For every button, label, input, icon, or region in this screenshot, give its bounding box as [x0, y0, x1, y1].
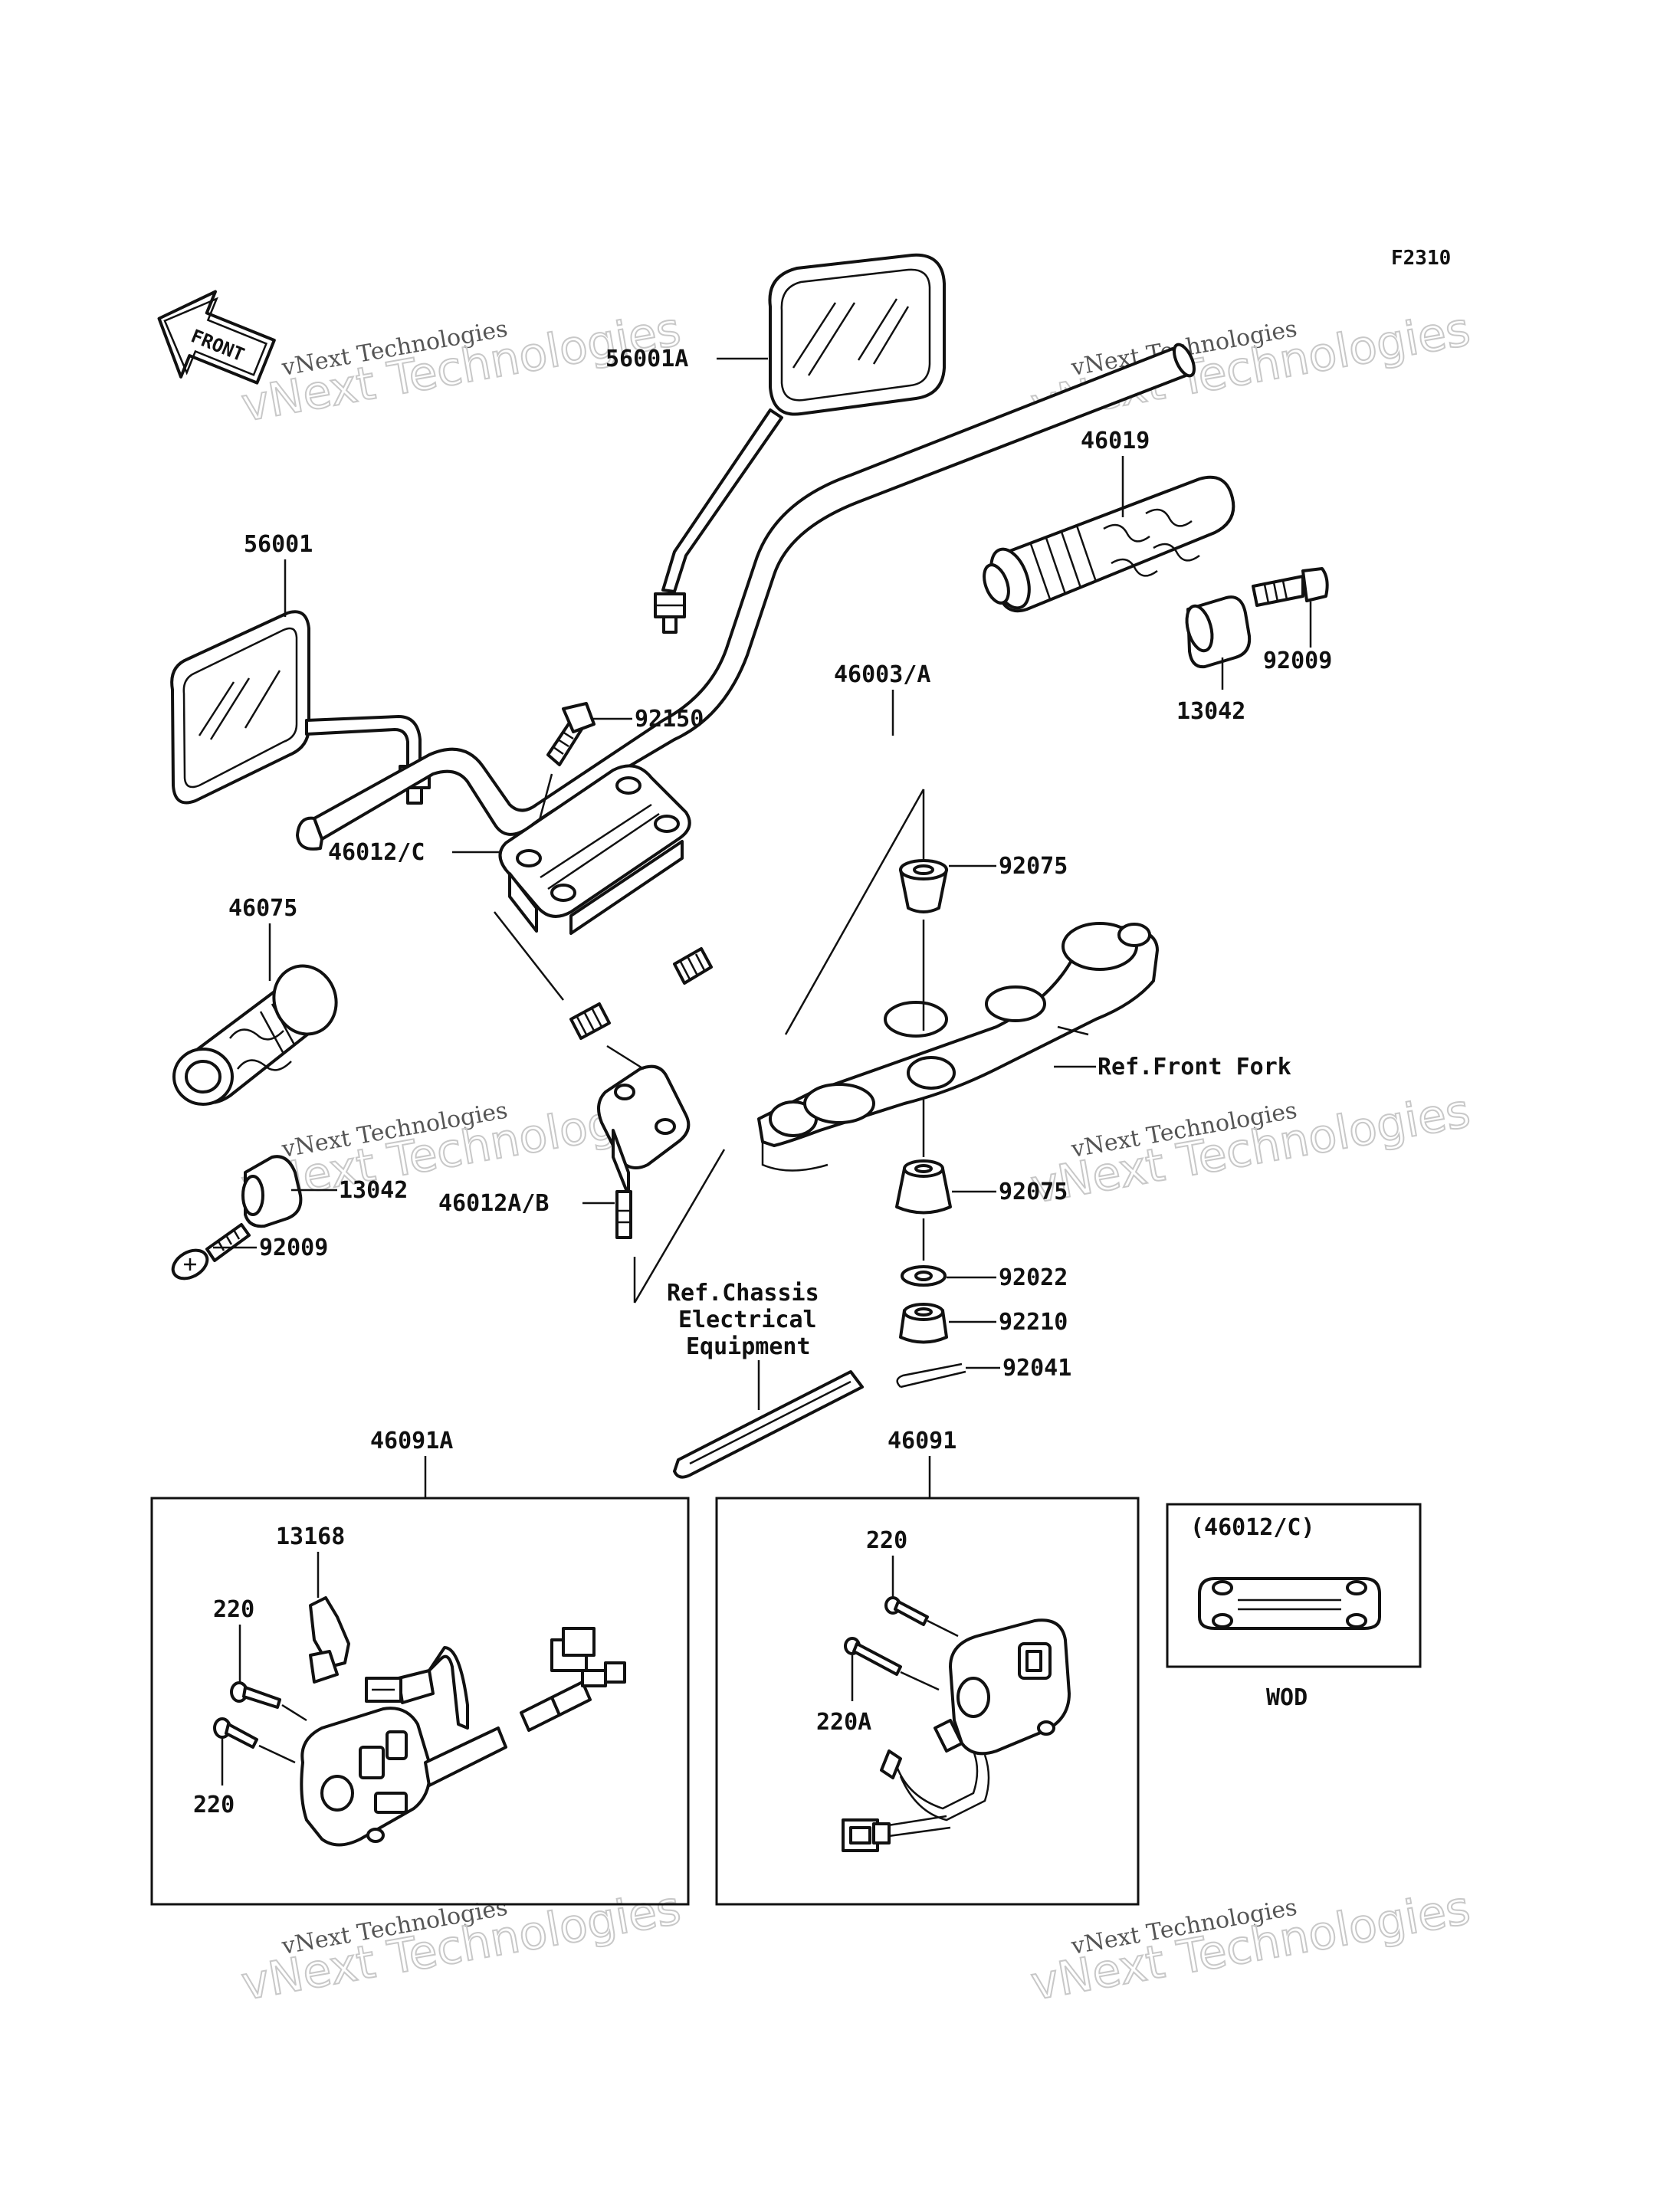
label-chassis-ref-2: Electrical: [678, 1307, 817, 1333]
label-front-fork: Ref.Front Fork: [1098, 1054, 1291, 1080]
switch-left-housing: [300, 1707, 507, 1847]
label-switch-left-screw-a: 220: [213, 1596, 254, 1623]
switch-right-screw-b: [844, 1637, 902, 1676]
watermark-text: vNext Technologies: [1027, 1881, 1474, 2012]
label-damper-upper: 92075: [999, 853, 1068, 880]
inset-title: (46012/C): [1190, 1514, 1315, 1541]
watermark-text: vNext Technologies: [238, 1881, 684, 2012]
mirror-left: [170, 610, 431, 805]
washer: [901, 1265, 947, 1287]
watermark-text: vNext Technologies: [1027, 1084, 1474, 1215]
label-bolt-left: 92009: [259, 1235, 328, 1261]
label-bolt-holder-top: 92150: [635, 706, 704, 733]
label-holder-lower: 46012A/B: [438, 1190, 550, 1217]
holder-lower: [597, 1064, 691, 1239]
label-handlebar: 46003/A: [834, 661, 930, 688]
label-weight-right: 13042: [1176, 698, 1245, 725]
switch-right-housing: [934, 1618, 1071, 1756]
switch-left-screw-a: [230, 1681, 281, 1709]
damper-lower: [895, 1159, 952, 1215]
label-mirror-right: 56001A: [605, 346, 688, 372]
label-switch-right-screw-b: 220A: [816, 1709, 871, 1736]
label-switch-right: 46091: [888, 1428, 956, 1454]
handlebar: [296, 343, 1196, 1040]
triple-clamp: [757, 922, 1159, 1172]
grip-left: [172, 964, 338, 1106]
inset-box: [1166, 1503, 1422, 1668]
label-weight-left: 13042: [339, 1177, 408, 1204]
label-chassis-ref-3: Equipment: [686, 1333, 811, 1360]
label-switch-left-cover: 13168: [276, 1523, 345, 1550]
label-chassis-ref-1: Ref.Chassis: [667, 1280, 819, 1307]
switch-left-box: [150, 1497, 690, 1906]
label-holder-upper: 46012/C: [328, 839, 425, 866]
label-switch-right-screw-a: 220: [866, 1527, 907, 1554]
label-grip-right: 46019: [1081, 428, 1150, 454]
inset-caption: WOD: [1266, 1684, 1308, 1711]
switch-left-screw-b: [213, 1717, 258, 1749]
front-arrow-icon: FRONT: [157, 290, 276, 385]
switch-right-box: [715, 1497, 1140, 1906]
inset-holder: [1198, 1577, 1381, 1630]
mirror-right: [654, 253, 946, 634]
label-bolt-right: 92009: [1263, 648, 1332, 674]
bolt-holder-top: [546, 702, 596, 766]
nut: [899, 1303, 948, 1344]
switch-left-cover: [309, 1596, 350, 1684]
weight-right: [1185, 595, 1252, 669]
switch-right-wire: [842, 1749, 990, 1852]
switch-right-screw-a: [884, 1596, 929, 1626]
label-washer: 92022: [999, 1264, 1068, 1291]
figure-code: F2310: [1391, 247, 1451, 270]
switch-left-wire: [365, 1627, 626, 1732]
label-mirror-left: 56001: [244, 531, 313, 558]
label-switch-left-screw-b: 220: [193, 1792, 235, 1818]
weight-left: [241, 1155, 303, 1228]
label-cotter-pin: 92041: [1002, 1355, 1071, 1382]
label-switch-left: 46091A: [370, 1428, 453, 1454]
cable-tie: [673, 1370, 864, 1479]
damper-upper: [899, 859, 948, 913]
bolt-right: [1252, 567, 1329, 607]
bolt-left: [171, 1223, 251, 1280]
watermark-text: vNext Technologies: [1027, 303, 1474, 433]
label-grip-left: 46075: [228, 895, 297, 922]
grip-right: [983, 475, 1235, 613]
holder-upper: [498, 764, 691, 935]
label-damper-lower: 92075: [999, 1179, 1068, 1205]
label-nut: 92210: [999, 1309, 1068, 1336]
cotter-pin: [896, 1362, 966, 1389]
